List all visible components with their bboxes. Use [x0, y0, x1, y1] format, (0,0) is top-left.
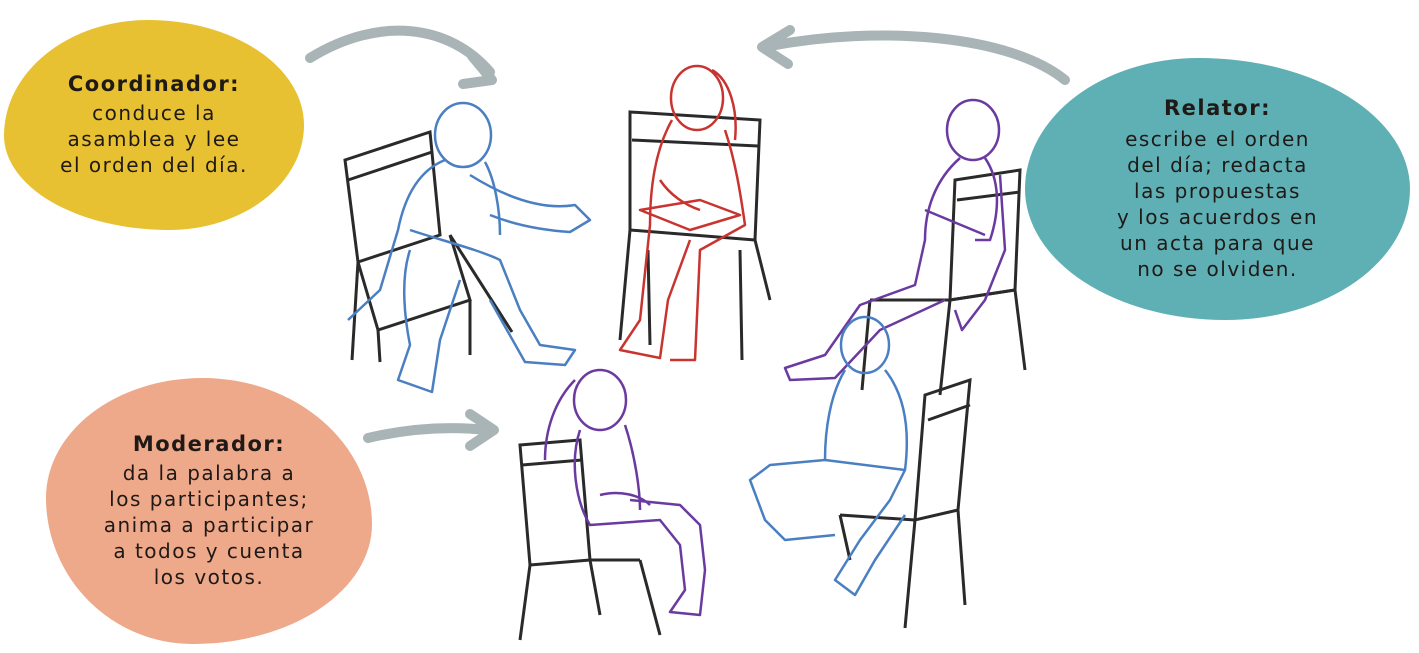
person-bottom-right — [750, 317, 907, 595]
person-moderador — [545, 370, 705, 615]
chair-center — [620, 112, 770, 360]
coordinador-description: conduce la asamblea y lee el orden del d… — [60, 100, 248, 178]
moderador-description: da la palabra a los participantes; anima… — [104, 460, 315, 590]
moderador-role: Moderador: — [133, 432, 285, 456]
arrow-relator — [770, 35, 1065, 80]
arrow-coordinador — [310, 31, 490, 72]
chair-bottom-left — [520, 440, 660, 640]
person-right — [785, 100, 1005, 380]
relator-role: Relator: — [1164, 96, 1271, 120]
arrow-moderador — [368, 428, 488, 438]
chair-right — [862, 170, 1025, 395]
coordinador-bubble: Coordinador: conduce la asamblea y lee e… — [4, 20, 304, 230]
coordinador-role: Coordinador: — [68, 72, 240, 96]
relator-description: escribe el orden del día; redacta las pr… — [1117, 126, 1318, 282]
person-relator — [620, 66, 745, 360]
arrow-coordinador-head — [463, 56, 492, 84]
